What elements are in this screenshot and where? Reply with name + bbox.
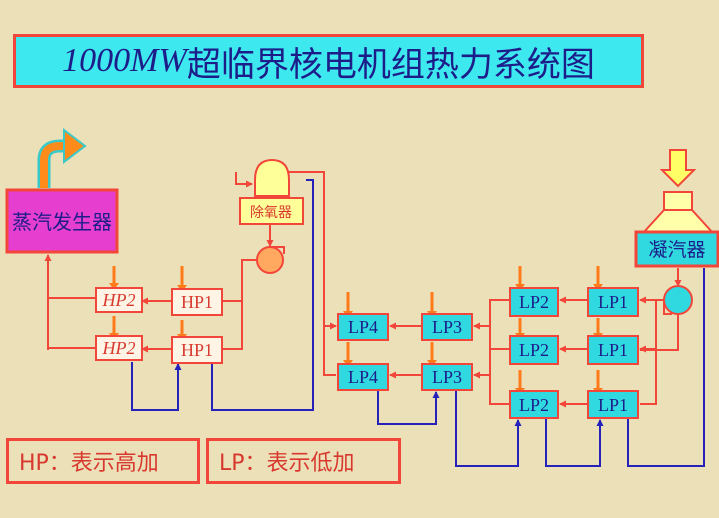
title-capacity: 1000MW — [62, 42, 187, 79]
svg-text:LP1: LP1 — [598, 340, 628, 360]
svg-text:LP2: LP2 — [519, 395, 549, 415]
deaerator-label: 除氧器 — [250, 205, 292, 221]
svg-text:LP2: LP2 — [519, 292, 549, 312]
condenser: 凝汽器 — [634, 149, 719, 268]
svg-text:LP1: LP1 — [598, 395, 628, 415]
title-text: 超临界核电机组热力系统图 — [186, 44, 595, 85]
svg-text:LP2: LP2 — [519, 340, 549, 360]
exhaust-steam-arrow-icon — [659, 149, 697, 188]
lp1-c: LP1 — [587, 390, 639, 419]
svg-text:HP2: HP2 — [102, 338, 136, 358]
lp2-a: LP2 — [509, 287, 559, 317]
legend-lp: LP：表示低加 — [206, 438, 401, 484]
lp4-top: LP4 — [337, 313, 389, 341]
legend-hp: HP：表示高加 — [6, 438, 200, 484]
extraction-arrows — [112, 266, 600, 390]
lp2-c: LP2 — [509, 390, 559, 419]
svg-text:LP4: LP4 — [348, 367, 378, 387]
svg-text:LP3: LP3 — [432, 367, 462, 387]
lp1-a: LP1 — [587, 287, 639, 317]
lp2-b: LP2 — [509, 335, 559, 365]
feed-pump-icon — [256, 246, 285, 274]
hp1-bottom: HP1 — [171, 336, 223, 364]
svg-text:LP4: LP4 — [348, 317, 378, 337]
svg-text:LP1: LP1 — [598, 292, 628, 312]
deaerator: 除氧器 — [239, 158, 304, 225]
svg-text:HP1: HP1 — [181, 292, 213, 312]
hp2-bottom: HP2 — [95, 335, 143, 361]
red-flow-lines — [44, 171, 682, 408]
svg-text:HP1: HP1 — [181, 340, 213, 360]
condensate-pump-icon — [663, 285, 693, 315]
hp1-top: HP1 — [171, 288, 223, 316]
hp2-top: HP2 — [95, 287, 143, 313]
steam-generator: 蒸汽发生器 — [5, 188, 119, 254]
steam-outlet-arrow-icon — [37, 127, 87, 188]
lp4-bottom: LP4 — [337, 363, 389, 391]
lp-heaters: LP4 LP4 LP3 LP3 LP2 LP2 — [337, 287, 639, 419]
lp3-bottom: LP3 — [421, 363, 473, 391]
condenser-label: 凝汽器 — [648, 239, 705, 261]
hp-heaters: HP2 HP2 HP1 HP1 — [95, 287, 223, 364]
lp3-top: LP3 — [421, 313, 473, 341]
svg-text:LP3: LP3 — [432, 317, 462, 337]
svg-text:HP2: HP2 — [102, 290, 136, 310]
lp1-b: LP1 — [587, 335, 639, 365]
blue-drain-lines — [131, 179, 705, 467]
steam-generator-label: 蒸汽发生器 — [12, 210, 112, 234]
